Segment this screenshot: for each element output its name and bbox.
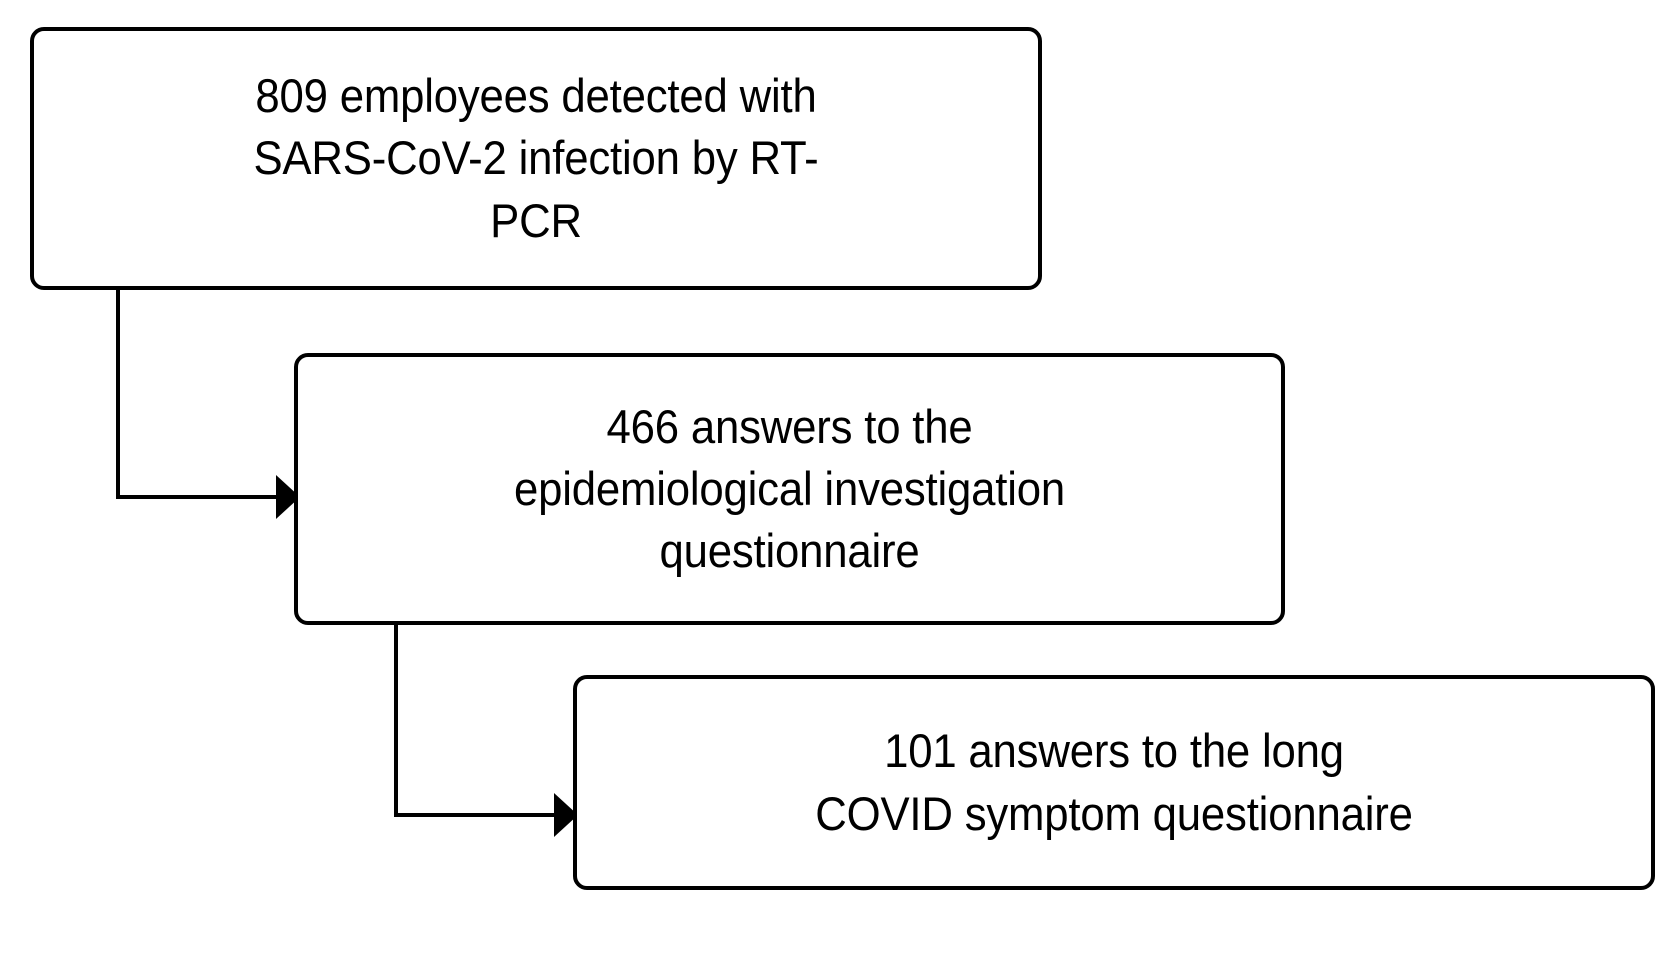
detected-employees-box: 809 employees detected with SARS-CoV-2 i… (30, 27, 1042, 290)
epidemiological-questionnaire-box: 466 answers to the epidemiological inves… (294, 353, 1285, 625)
arrowhead-2 (554, 793, 578, 837)
connector-path-2 (394, 625, 554, 817)
arrowhead-1 (276, 475, 300, 519)
arrow-box2-to-box3 (394, 625, 578, 837)
long-covid-questionnaire-box: 101 answers to the long COVID symptom qu… (573, 675, 1655, 890)
arrow-box1-to-box2 (116, 290, 300, 519)
connector-path-1 (116, 290, 276, 499)
long-covid-questionnaire-label: 101 answers to the long COVID symptom qu… (815, 724, 1413, 840)
detected-employees-label: 809 employees detected with SARS-CoV-2 i… (253, 69, 819, 247)
epidemiological-questionnaire-label: 466 answers to the epidemiological inves… (513, 399, 1066, 578)
